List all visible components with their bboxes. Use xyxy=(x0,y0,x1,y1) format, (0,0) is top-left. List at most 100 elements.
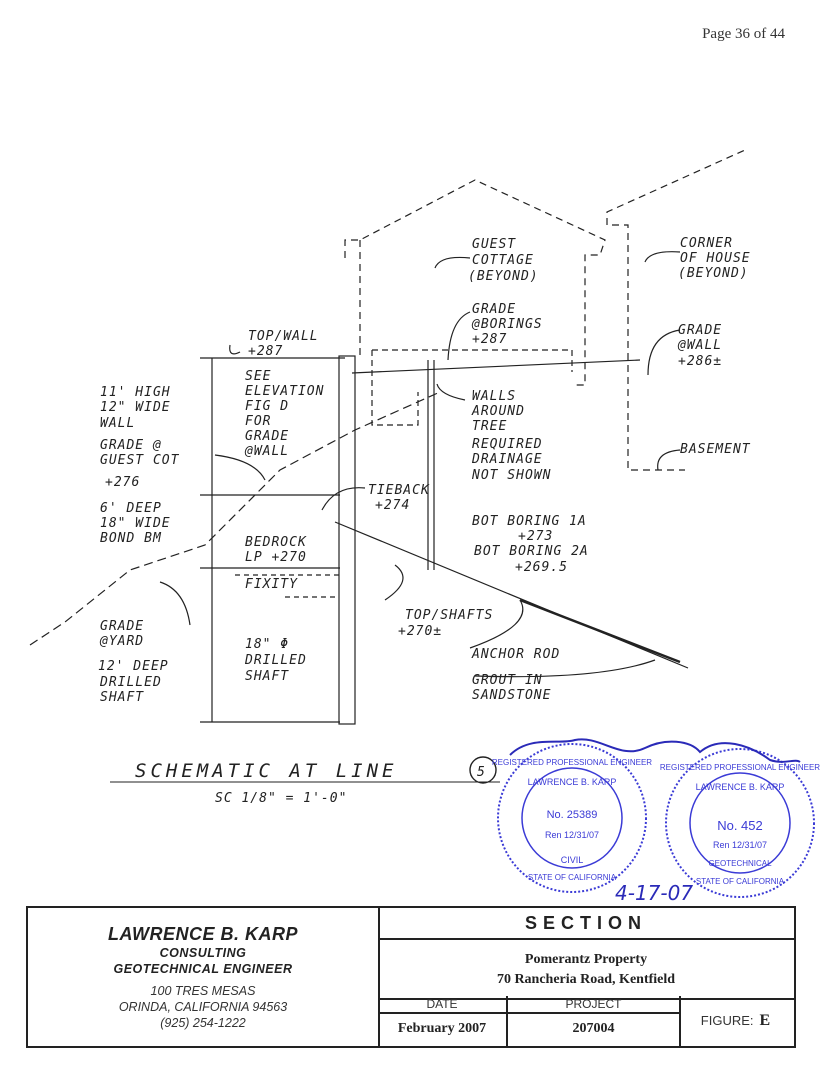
label-grade-guest-1: GRADE @ xyxy=(100,438,162,453)
label-walls-tree-2: AROUND xyxy=(471,404,525,419)
label-walls-tree-1: WALLS xyxy=(472,389,516,404)
date-value: February 2007 xyxy=(397,1021,487,1036)
label-shaft-depth-2: DRILLED xyxy=(99,675,162,690)
signature xyxy=(509,738,801,763)
label-wall-spec-2: 12" WIDE xyxy=(100,400,171,415)
label-grade-borings-1: GRADE xyxy=(472,302,516,317)
label-bond-bm-3: BOND BM xyxy=(100,531,162,546)
label-grade-wall-3: +286± xyxy=(678,354,722,369)
label-wall-spec-1: 11' HIGH xyxy=(100,385,171,400)
geo-seal-top: REGISTERED PROFESSIONAL ENGINEER xyxy=(660,763,820,772)
label-grade-wall-1: GRADE xyxy=(678,323,722,338)
figure-label: FIGURE: xyxy=(700,1013,754,1028)
figure-value: E xyxy=(759,1012,771,1029)
label-corner-house-1: CORNER xyxy=(680,236,733,251)
label-drainage-3: NOT SHOWN xyxy=(471,468,551,483)
schematic-title: SCHEMATIC AT LINE xyxy=(135,760,397,782)
label-bot-1a-1: BOT BORING 1A xyxy=(472,514,587,529)
label-tieback-2: +274 xyxy=(375,498,410,513)
label-see-elev-4: FOR xyxy=(245,414,271,429)
tree-walls xyxy=(372,349,573,372)
label-grade-yard-1: GRADE xyxy=(100,619,144,634)
label-see-elev-1: SEE xyxy=(245,369,271,384)
label-see-elev-2: ELEVATION xyxy=(245,384,324,399)
geo-seal-number: No. 452 xyxy=(717,818,763,833)
civil-seal-name: LAWRENCE B. KARP xyxy=(528,777,617,787)
geo-seal-bottom: STATE OF CALIFORNIA xyxy=(696,877,785,886)
scale-label: SC 1/8" = 1'-0" xyxy=(215,791,347,806)
firm-address-2: ORINDA, CALIFORNIA 94563 xyxy=(118,1000,288,1014)
label-shaft-dia-2: DRILLED xyxy=(244,653,307,668)
label-grade-borings-2: @BORINGS xyxy=(471,317,543,332)
section-label: SECTION xyxy=(378,908,794,940)
label-fixity: FIXITY xyxy=(245,577,298,592)
date-cell: DATE February 2007 xyxy=(378,996,508,1046)
label-wall-spec-3: WALL xyxy=(100,416,135,431)
label-guest-cottage-1: GUEST xyxy=(472,237,516,252)
civil-seal-top: REGISTERED PROFESSIONAL ENGINEER xyxy=(492,758,652,767)
label-elev-276: +276 xyxy=(105,475,140,490)
label-drainage-1: REQUIRED xyxy=(472,437,543,452)
firm-info: LAWRENCE B. KARP CONSULTING GEOTECHNICAL… xyxy=(28,908,380,1046)
label-grout-1: GROUT IN xyxy=(472,673,543,688)
civil-seal-renewal: Ren 12/31/07 xyxy=(545,830,599,840)
project-number: 207004 xyxy=(572,1021,615,1036)
signature-date: 4-17-07 xyxy=(615,881,693,905)
project-name: Pomerantz Property xyxy=(524,952,648,967)
label-see-elev-6: @WALL xyxy=(244,444,289,459)
project-label: PROJECT xyxy=(508,996,679,1014)
label-corner-house-3: (BEYOND) xyxy=(678,266,749,281)
label-bedrock-1: BEDROCK xyxy=(245,535,307,550)
label-bedrock-2: LP +270 xyxy=(245,550,307,565)
house-corner-outline xyxy=(606,149,746,225)
firm-address-1: 100 TRES MESAS xyxy=(150,984,256,998)
label-bot-2a-2: +269.5 xyxy=(515,560,568,575)
label-grade-guest-2: GUEST COT xyxy=(100,453,180,468)
civil-seal-bottom: STATE OF CALIFORNIA xyxy=(528,873,617,882)
label-guest-cottage-2: COTTAGE xyxy=(472,253,534,268)
label-top-shafts-2: +270± xyxy=(398,624,442,639)
geo-seal-discipline: GEOTECHNICAL xyxy=(708,859,772,868)
label-grade-borings-3: +287 xyxy=(472,332,507,347)
civil-seal: REGISTERED PROFESSIONAL ENGINEER LAWRENC… xyxy=(492,743,652,893)
project-address: 70 Rancheria Road, Kentfield xyxy=(496,972,676,987)
label-shaft-dia-3: SHAFT xyxy=(245,669,289,684)
label-grade-yard-2: @YARD xyxy=(99,634,144,649)
label-bot-1a-2: +273 xyxy=(518,529,553,544)
label-corner-house-2: OF HOUSE xyxy=(680,251,751,266)
ground-profile xyxy=(29,391,441,646)
label-top-shafts-1: TOP/SHAFTS xyxy=(405,608,493,623)
grade-line-upper xyxy=(351,359,641,374)
retaining-wall xyxy=(338,355,356,725)
date-label: DATE xyxy=(378,996,506,1014)
anchor-rod xyxy=(334,521,689,669)
geo-seal-renewal: Ren 12/31/07 xyxy=(713,840,767,850)
geo-seal-name: LAWRENCE B. KARP xyxy=(696,782,785,792)
project-cell: PROJECT 207004 xyxy=(508,996,681,1046)
label-bond-bm-1: 6' DEEP xyxy=(100,501,162,516)
label-grade-wall-2: @WALL xyxy=(677,338,722,353)
label-drainage-2: DRAINAGE xyxy=(471,452,543,467)
label-grout-2: SANDSTONE xyxy=(472,688,551,703)
label-guest-cottage-3: (BEYOND) xyxy=(468,269,539,284)
project-block: Pomerantz Property 70 Rancheria Road, Ke… xyxy=(378,940,794,1000)
meta-row: DATE February 2007 PROJECT 207004 FIGURE… xyxy=(378,996,794,1046)
guest-cottage-outline xyxy=(344,179,606,386)
page-number: Page 36 of 44 xyxy=(702,26,785,42)
label-top-wall-1: TOP/WALL xyxy=(248,329,319,344)
label-bond-bm-2: 18" WIDE xyxy=(100,516,171,531)
line-number: 5 xyxy=(477,765,486,780)
label-see-elev-5: GRADE xyxy=(245,429,289,444)
line-number-circle xyxy=(469,756,497,784)
title-block: LAWRENCE B. KARP CONSULTING GEOTECHNICAL… xyxy=(26,906,796,1048)
civil-seal-discipline: CIVIL xyxy=(561,855,584,865)
firm-name: LAWRENCE B. KARP xyxy=(107,924,298,944)
firm-role: GEOTECHNICAL ENGINEER xyxy=(113,962,293,976)
schematic-drawing: GUEST COTTAGE (BEYOND) CORNER OF HOUSE (… xyxy=(29,149,820,905)
label-shaft-depth-1: 12' DEEP xyxy=(98,659,169,674)
figure-cell: FIGURE: E xyxy=(677,996,794,1046)
label-top-wall-2: +287 xyxy=(248,344,283,359)
label-shaft-depth-3: SHAFT xyxy=(100,690,144,705)
geotechnical-seal: REGISTERED PROFESSIONAL ENGINEER LAWRENC… xyxy=(660,748,820,898)
project-info: SECTION Pomerantz Property 70 Rancheria … xyxy=(378,908,794,1046)
